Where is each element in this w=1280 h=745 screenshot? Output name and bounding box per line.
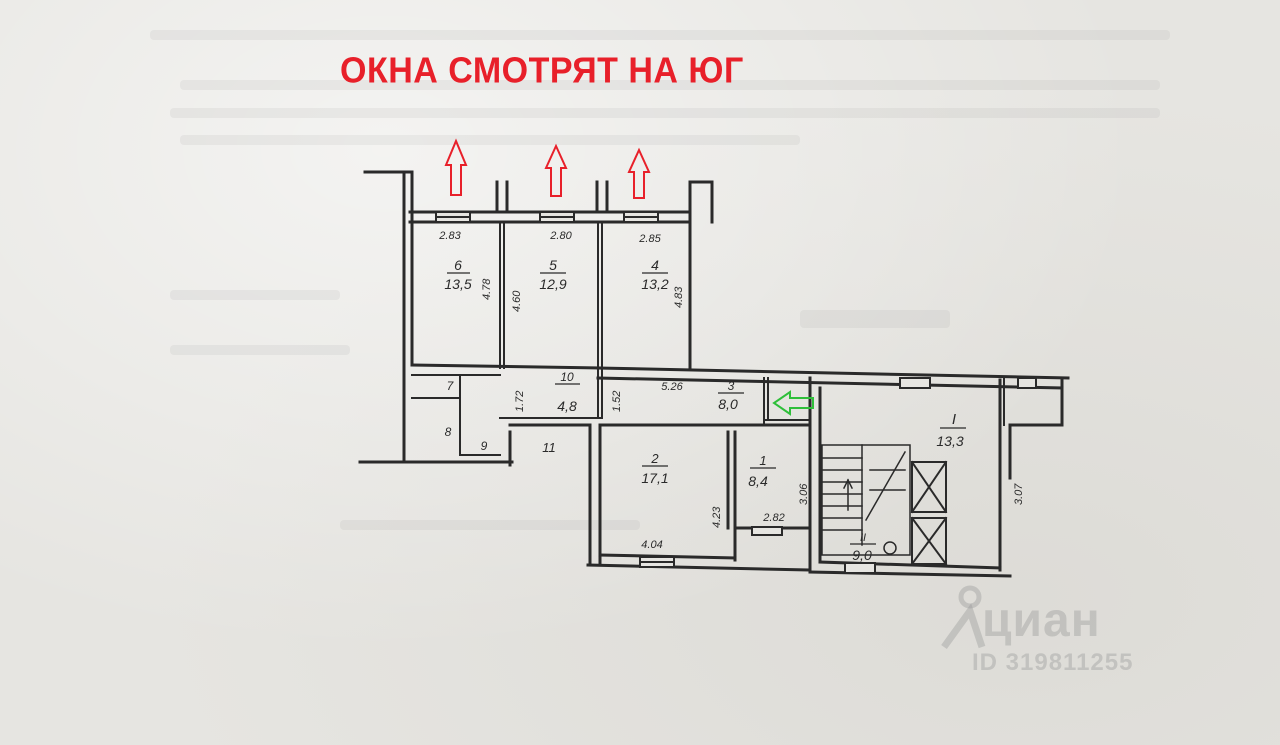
plan-stroke — [883, 541, 897, 555]
room-area: 13,3 — [936, 433, 963, 449]
dimension-label: 4.04 — [641, 539, 662, 551]
faded-text-line — [180, 80, 1160, 90]
room-number: 10 — [560, 370, 574, 384]
faded-text-line — [170, 290, 340, 300]
dimension-label: 2.83 — [438, 230, 461, 242]
room-number: 6 — [454, 257, 462, 273]
room-number: 8 — [445, 425, 452, 439]
dimension-label: 2.82 — [762, 512, 784, 524]
south-direction-arrows — [444, 138, 651, 199]
plan-stroke — [911, 517, 947, 565]
room-area: 9,0 — [852, 547, 872, 563]
faded-text-line — [340, 520, 640, 530]
plan-stroke — [410, 363, 602, 370]
window-arrow-icon — [627, 147, 651, 199]
plan-stroke — [911, 461, 947, 513]
room-area: 12,9 — [539, 276, 566, 292]
dimension-label: 4.23 — [711, 506, 723, 528]
south-windows — [435, 211, 1037, 574]
room-number: II — [860, 532, 866, 544]
room-number: I — [952, 411, 956, 428]
room-number: 1 — [759, 453, 766, 468]
room-number: 9 — [481, 439, 488, 453]
plan-stroke — [596, 376, 1064, 390]
windows-face-south-heading: ОКНА СМОТРЯТ НА ЮГ — [340, 51, 744, 91]
watermark-listing-id: ID 319811255 — [972, 649, 1134, 676]
room-area: 4,8 — [557, 398, 577, 414]
elevator-shafts — [910, 460, 948, 566]
dimension-label: 3.06 — [798, 483, 810, 505]
entrance-arrow-icon — [772, 390, 814, 416]
dimension-label: 1.52 — [611, 391, 623, 412]
plan-stroke — [586, 563, 810, 572]
room-area: 8,0 — [718, 396, 738, 412]
room-number: 4 — [651, 257, 659, 273]
plan-stroke — [842, 478, 854, 490]
faded-text-line — [800, 310, 950, 328]
room-number: 2 — [650, 451, 659, 466]
plan-stroke — [821, 444, 911, 556]
room-number: 11 — [542, 440, 556, 455]
dimension-label: 4.78 — [481, 278, 493, 300]
dimension-label: 2.85 — [638, 233, 661, 245]
faded-text-line — [150, 30, 1170, 40]
plan-stroke — [910, 516, 948, 566]
dimension-label: 1.72 — [514, 391, 526, 412]
window-arrow-icon — [544, 143, 568, 197]
room-number: 7 — [447, 379, 455, 393]
plan-stroke — [864, 450, 907, 522]
dimension-label: 5.26 — [661, 381, 683, 393]
window-arrow-icon — [444, 138, 468, 196]
watermark-brand: циан — [982, 594, 1101, 647]
cian-logo-icon — [941, 585, 986, 650]
room-area: 17,1 — [641, 470, 668, 486]
dimension-label: 3.07 — [1013, 483, 1025, 505]
faded-text-line — [170, 345, 350, 355]
faded-text-line — [170, 108, 1160, 118]
plan-stroke — [808, 570, 1012, 578]
room-number: 3 — [728, 379, 735, 393]
stairwell — [821, 444, 911, 556]
room-area: 13,2 — [641, 276, 668, 292]
plan-stroke — [596, 366, 1070, 380]
outer-walls — [358, 170, 1070, 578]
plan-stroke — [899, 377, 931, 389]
room-number: 5 — [549, 257, 557, 273]
cian-watermark: циан ID 319811255 — [940, 585, 1170, 685]
plan-stroke — [1017, 377, 1037, 389]
dimension-label: 2.80 — [549, 230, 572, 242]
room-area: 13,5 — [444, 276, 471, 292]
room-area: 8,4 — [748, 473, 768, 489]
dimension-label: 4.83 — [673, 286, 685, 308]
dimension-label: 4.60 — [511, 290, 523, 312]
plan-stroke — [844, 562, 876, 574]
plan-stroke — [910, 460, 948, 514]
plan-stroke — [751, 526, 783, 536]
plan-stroke — [1008, 376, 1064, 427]
partitions — [411, 221, 1005, 456]
faded-text-line — [180, 135, 800, 145]
